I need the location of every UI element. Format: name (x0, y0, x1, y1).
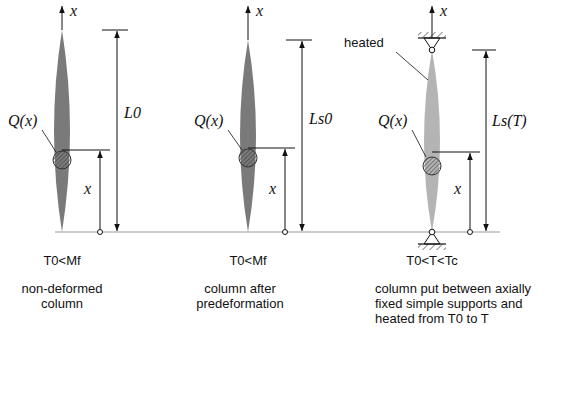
axis-label: x (70, 2, 77, 20)
caption: non-deformed column (12, 282, 112, 312)
section-label: Q(x) (378, 112, 407, 130)
axis-label: x (256, 2, 263, 20)
axis-label: x (440, 2, 447, 20)
dimension-label: Ls(T) (492, 112, 527, 130)
temperature-label: T0<T<Tc (406, 254, 457, 269)
annotation: heated (344, 36, 384, 51)
temperature-label: T0<Mf (43, 254, 80, 269)
column (54, 30, 70, 232)
dimension-label: x (84, 180, 91, 198)
dimension-label: L0 (124, 104, 141, 122)
dimension-label: x (454, 180, 461, 198)
dimension-label: Ls0 (309, 110, 332, 128)
temperature-label: T0<Mf (229, 254, 266, 269)
column (240, 40, 256, 232)
section-label: Q(x) (8, 112, 37, 130)
section-label: Q(x) (194, 112, 223, 130)
caption: column after predeformation (185, 282, 295, 312)
caption: column put between axially fixed simple … (375, 282, 550, 327)
cross-section (423, 157, 441, 175)
cross-section (239, 149, 257, 167)
cross-section (53, 151, 71, 169)
dimension-label: x (269, 180, 276, 198)
column (424, 50, 440, 232)
